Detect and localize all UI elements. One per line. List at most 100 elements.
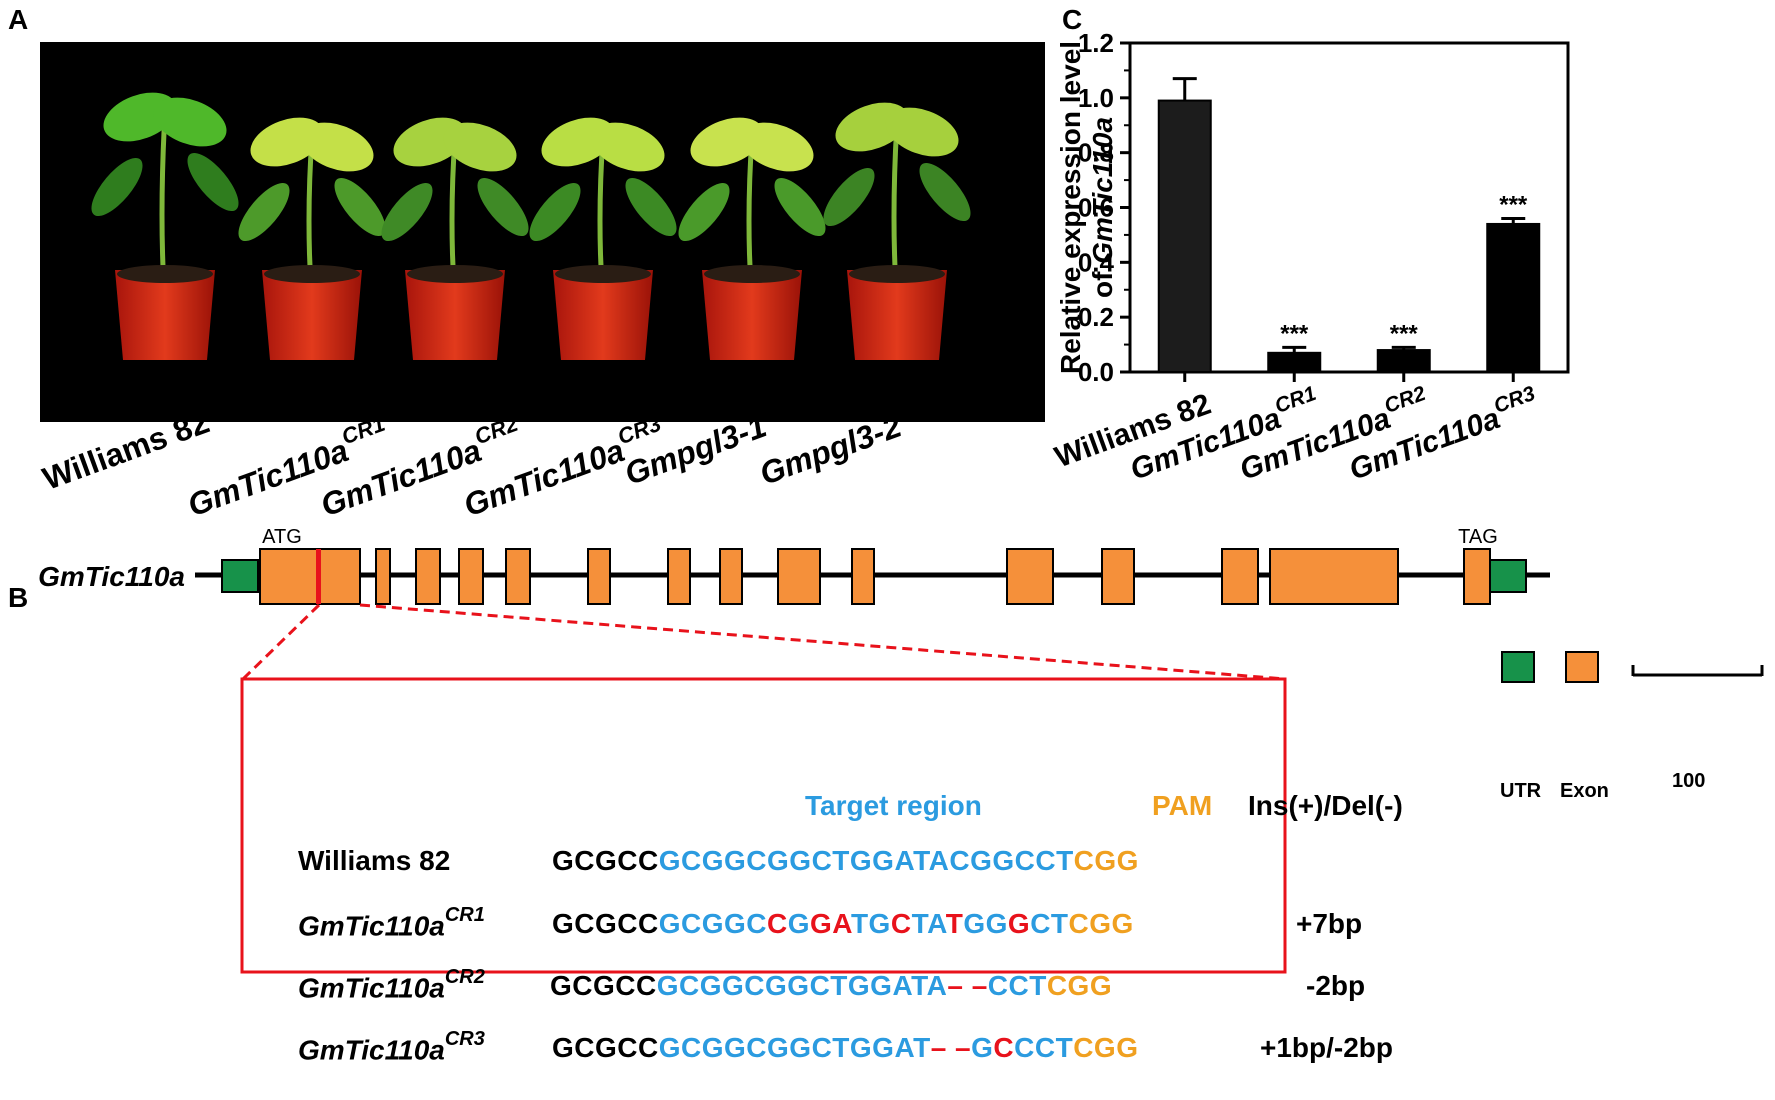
plant-pot (405, 270, 505, 360)
sequence-segment: GCGCC (552, 845, 659, 876)
sample-name: GmTic110aCR3 (298, 1028, 485, 1066)
exon (1006, 548, 1054, 605)
sequence-segment: CGG (1046, 970, 1113, 1001)
sequence-segment: GCGCC (550, 970, 657, 1001)
exon (667, 548, 691, 605)
plant-leaf (187, 152, 239, 212)
stop-codon-label: TAG (1458, 526, 1498, 548)
exon (719, 548, 743, 605)
plant-leaf (300, 122, 374, 172)
sequence: GCGCCGCGGCGGCTGGATACGGCCTCGG (552, 845, 1139, 877)
plant-photo-drawing (91, 92, 971, 360)
sequence-segment: G (787, 908, 811, 939)
sequence-segment: G (971, 1032, 994, 1063)
plant-leaf (823, 167, 875, 227)
sequence-segment: CCT (1014, 1032, 1074, 1063)
y-tick-label: 0.8 (1078, 138, 1114, 168)
utr-5prime (221, 559, 259, 593)
header-pam: PAM (1152, 790, 1213, 821)
sample-name-text: GmTic110a (298, 1034, 445, 1066)
panel-label-a: A (8, 4, 29, 35)
exon (259, 548, 361, 605)
sequence-segment: GCGGCGGCTGGATA (656, 970, 948, 1001)
plant-soil (704, 265, 800, 283)
sequence-segment: TA (911, 908, 946, 939)
indel-label: +7bp (1296, 908, 1363, 939)
bar (1157, 99, 1212, 373)
exon (505, 548, 531, 605)
sequence-segment: C (993, 1032, 1015, 1063)
plant-pot (847, 270, 947, 360)
indel-label: -2bp (1306, 970, 1366, 1001)
sample-name-superscript: CR3 (444, 1028, 485, 1050)
sequence: GCGCCGCGGCCGGATGCTATGGGCTCGG (552, 908, 1134, 940)
sequence-segment: GCGGC (658, 908, 768, 939)
sequence-segment: G (1007, 908, 1031, 939)
plant-leaf (591, 122, 665, 172)
plant-leaf (919, 162, 971, 222)
plant-leaf (774, 177, 826, 237)
plant-soil (407, 265, 503, 283)
plant-leaf (91, 157, 143, 217)
plant-5 (678, 117, 826, 360)
sample-name-text: Williams 82 (298, 845, 451, 876)
exon (851, 548, 875, 605)
plant-pot (115, 270, 215, 360)
sample-name-text: GmTic110a (298, 972, 445, 1004)
significance-label: *** (1280, 320, 1309, 347)
exon (587, 548, 611, 605)
plant-leaf (381, 182, 433, 242)
plant-leaf (625, 177, 677, 237)
plant-pot (553, 270, 653, 360)
sequence-segment: – – (930, 1032, 972, 1063)
plant-2 (238, 117, 386, 360)
y-tick-label: 0.2 (1078, 302, 1114, 332)
x-tick-label-superscript: CR3 (1491, 382, 1539, 418)
sample-name-text: GmTic110a (298, 910, 445, 942)
plant-6 (823, 102, 971, 360)
bar (1376, 349, 1431, 374)
y-axis-label-line1: Relative expression level (1055, 41, 1086, 374)
bar (1486, 222, 1541, 373)
plant-soil (117, 265, 213, 283)
plant-leaf (678, 182, 730, 242)
y-tick-label: 0.4 (1078, 247, 1115, 277)
target-site-marker (316, 549, 321, 604)
y-tick-label: 0.0 (1078, 357, 1114, 387)
exon (1101, 548, 1135, 605)
sequence-segment: T (945, 908, 964, 939)
sample-name-superscript: CR1 (444, 904, 485, 926)
exon (1463, 548, 1491, 605)
exon (1269, 548, 1399, 605)
plant-leaf (740, 122, 814, 172)
plant-leaf (334, 177, 386, 237)
significance-label: *** (1390, 320, 1419, 347)
start-codon-label: ATG (262, 526, 302, 548)
sequence-segment: GCGCC (552, 1032, 659, 1063)
plant-leaf (529, 182, 581, 242)
plant-leaf (153, 97, 227, 147)
sequence-segment: TG (850, 908, 891, 939)
sample-name-superscript: CR2 (444, 966, 485, 988)
indel-label: +1bp/-2bp (1260, 1032, 1394, 1063)
plant-leaf (885, 107, 959, 157)
exon (415, 548, 441, 605)
alignment-box (240, 677, 1287, 974)
sequence-segment: GA (810, 908, 851, 939)
sequence-segment: C (890, 908, 912, 939)
sequence-segment: C (767, 908, 788, 939)
y-tick-label: 0.6 (1078, 193, 1114, 223)
significance-label: *** (1499, 191, 1528, 218)
sequence-segment: GCGCC (552, 908, 659, 939)
zoom-line-left (241, 603, 321, 681)
plant-1 (91, 92, 239, 360)
x-tick-label-superscript: CR2 (1381, 382, 1429, 418)
sequence-segment: GCGGCGGCTGGATACGGCCT (658, 845, 1074, 876)
panel-label-c: C (1062, 4, 1083, 35)
zoom-line-right (359, 603, 1286, 681)
exon (458, 548, 484, 605)
gene-name: GmTic110a (38, 561, 185, 592)
sequence-segment: CCT (987, 970, 1047, 1001)
